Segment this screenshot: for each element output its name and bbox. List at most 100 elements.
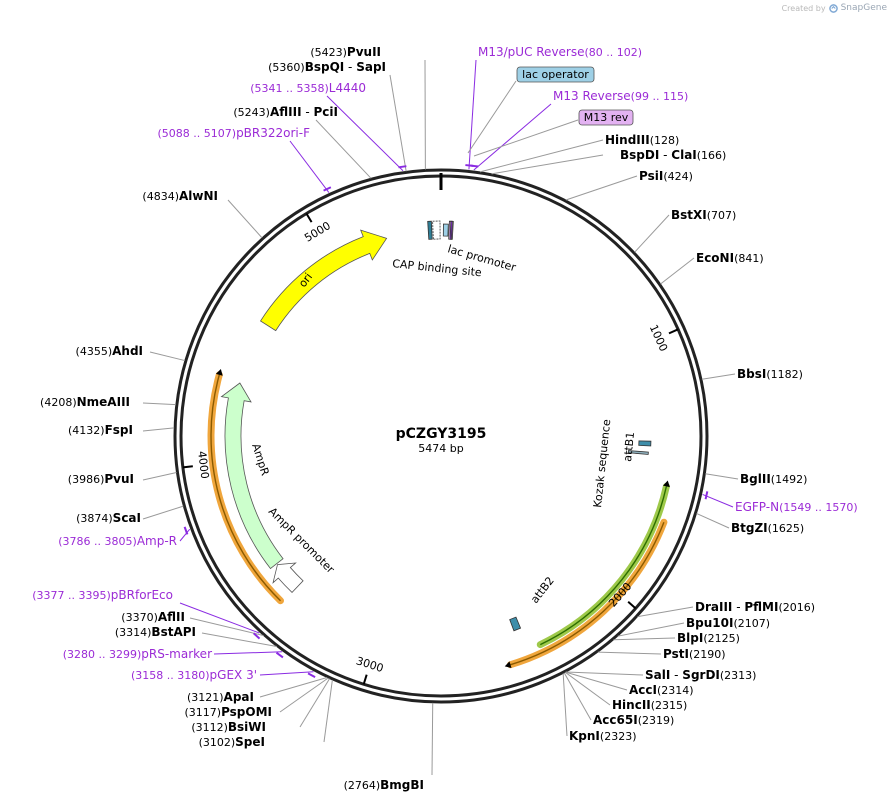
primer-mark bbox=[252, 632, 261, 640]
amp-halo-core bbox=[210, 374, 281, 602]
enzyme-name: ApaI bbox=[224, 690, 254, 704]
ampr-label: AmpR bbox=[249, 442, 272, 478]
primer-mark bbox=[470, 164, 479, 168]
enzyme-site-draiii: DraIII - PflMI(2016) bbox=[695, 600, 815, 614]
enzyme-site-apai: (3121)ApaI bbox=[187, 690, 254, 704]
primer-egfpn: EGFP-N(1549 .. 1570) bbox=[735, 500, 858, 514]
enzyme-leader-line bbox=[696, 513, 730, 529]
enzyme-site-btgzi: BtgZI(1625) bbox=[731, 521, 804, 535]
primer-leader-line bbox=[468, 59, 477, 170]
tick-mark bbox=[668, 328, 679, 335]
enzyme-name: PvuII bbox=[347, 45, 381, 59]
enzyme-site-bsiwi: (3112)BsiWI bbox=[191, 720, 266, 734]
primer-mark bbox=[307, 672, 316, 679]
primer-leader-line bbox=[473, 103, 552, 171]
enzyme-leader-line bbox=[565, 671, 611, 706]
enzyme-label: (3314)BstAPI bbox=[115, 625, 196, 639]
enzyme-label: (4208)NmeAIII bbox=[40, 395, 130, 409]
snapgene-credit: Created by SnapGene bbox=[782, 3, 887, 13]
primer-range: (3377 .. 3395) bbox=[32, 589, 111, 602]
enzyme-position: (2319) bbox=[638, 714, 675, 727]
enzyme-name: BsiWI bbox=[228, 720, 266, 734]
enzyme-leader-line bbox=[701, 373, 736, 380]
enzyme-site-bmgbi: (2764)BmgBI bbox=[344, 778, 424, 792]
enzyme-label: (3102)SpeI bbox=[199, 735, 265, 749]
enzyme-name: ScaI bbox=[113, 511, 141, 525]
enzyme-name: BspQI bbox=[305, 60, 345, 74]
enzyme-label: (4834)AlwNI bbox=[142, 189, 218, 203]
insert-halo-orange-core bbox=[510, 521, 665, 666]
enzyme-name: PstI bbox=[663, 647, 689, 661]
primer-name: pGEX 3' bbox=[210, 668, 257, 682]
enzyme-site-pvuii: (5423)PvuII bbox=[310, 45, 381, 59]
enzyme-label: (2764)BmgBI bbox=[344, 778, 424, 792]
enzyme-site-psti: PstI(2190) bbox=[663, 647, 726, 661]
enzyme-position: (1182) bbox=[766, 368, 803, 381]
enzyme-label: (3986)PvuI bbox=[68, 472, 134, 486]
enzyme-name: BlpI bbox=[677, 631, 703, 645]
enzyme-label: (5423)PvuII bbox=[310, 45, 381, 59]
enzyme-name: Acc65I bbox=[593, 713, 638, 727]
amp-halo-arrow bbox=[215, 369, 223, 376]
enzyme-name: AccI bbox=[629, 683, 657, 697]
enzyme-position: (2314) bbox=[657, 684, 694, 697]
primer-prsmarker: (3280 .. 3299)pRS-marker bbox=[63, 647, 212, 661]
primer-leader-line bbox=[179, 602, 260, 634]
primer-name: pBR322ori-F bbox=[236, 126, 310, 140]
enzyme-leader-line bbox=[142, 505, 184, 520]
enzyme-leader-line bbox=[479, 139, 604, 173]
enzyme-position: (5360) bbox=[268, 61, 305, 74]
enzyme-label: PstI(2190) bbox=[663, 647, 726, 661]
primer-range: (3786 .. 3805) bbox=[58, 535, 137, 548]
enzyme-leader-line bbox=[259, 677, 328, 698]
ampr-feature bbox=[220, 382, 284, 570]
primer-pbrforeco: (3377 .. 3395)pBRforEco bbox=[32, 588, 173, 602]
primer-name: pRS-marker bbox=[141, 647, 212, 661]
kozak-feature bbox=[627, 450, 649, 455]
enzyme-position: (2764) bbox=[344, 779, 381, 792]
enzyme-position: (841) bbox=[734, 252, 764, 265]
enzyme-site-bstapi: (3314)BstAPI bbox=[115, 625, 196, 639]
primer-leader-line bbox=[213, 651, 283, 655]
enzyme-label: BbsI(1182) bbox=[737, 367, 803, 381]
enzyme-name: HindIII bbox=[605, 133, 650, 147]
primer-leader-line bbox=[259, 671, 314, 676]
enzyme-position: (3370) bbox=[121, 611, 158, 624]
enzyme-site-spei: (3102)SpeI bbox=[199, 735, 265, 749]
enzyme-position: (1492) bbox=[771, 473, 808, 486]
m13-rev-box-label: M13 rev bbox=[584, 111, 629, 124]
enzyme-label: BlpI(2125) bbox=[677, 631, 740, 645]
enzyme-position: (3117) bbox=[184, 706, 221, 719]
enzyme-site-bstxi: BstXI(707) bbox=[671, 208, 736, 222]
enzyme-name: FspI bbox=[105, 423, 133, 437]
enzyme-position: (3102) bbox=[199, 736, 236, 749]
insert-halo-green-core bbox=[539, 486, 668, 646]
enzyme-site-bspqi: (5360)BspQI - SapI bbox=[268, 60, 386, 74]
enzyme-position: (2315) bbox=[651, 699, 688, 712]
primer-label: M13/pUC Reverse(80 .. 102) bbox=[478, 45, 642, 59]
primer-label: (5088 .. 5107)pBR322ori-F bbox=[158, 126, 311, 140]
enzyme-site-sali: SalI - SgrDI(2313) bbox=[645, 668, 756, 682]
enzyme-position: (2323) bbox=[600, 730, 637, 743]
enzyme-label: AccI(2314) bbox=[629, 683, 694, 697]
enzyme-leader-line bbox=[634, 214, 670, 253]
enzyme-name: NmeAIII bbox=[77, 395, 130, 409]
primer-mark bbox=[183, 526, 189, 535]
enzyme-leader-line bbox=[617, 622, 685, 637]
enzyme-name: SalI bbox=[645, 668, 670, 682]
enzyme-name: EcoNI bbox=[696, 251, 734, 265]
enzyme-label: BglII(1492) bbox=[740, 472, 807, 486]
enzyme-position: (4208) bbox=[40, 396, 77, 409]
primer-mark bbox=[704, 491, 709, 500]
primer-label: (3280 .. 3299)pRS-marker bbox=[63, 647, 212, 661]
attb1-label: attB1 bbox=[621, 431, 637, 462]
enzyme-position: (2313) bbox=[720, 669, 757, 682]
primer-name: L4440 bbox=[329, 81, 366, 95]
enzyme-label: HincII(2315) bbox=[612, 698, 687, 712]
tick-mark bbox=[362, 674, 368, 685]
primer-range: (3280 .. 3299) bbox=[63, 648, 142, 661]
snapgene-logo-icon bbox=[828, 3, 838, 13]
enzyme-label: (3117)PspOMI bbox=[184, 705, 272, 719]
enzyme-label: (3112)BsiWI bbox=[191, 720, 266, 734]
enzyme-leader-line bbox=[279, 677, 329, 713]
